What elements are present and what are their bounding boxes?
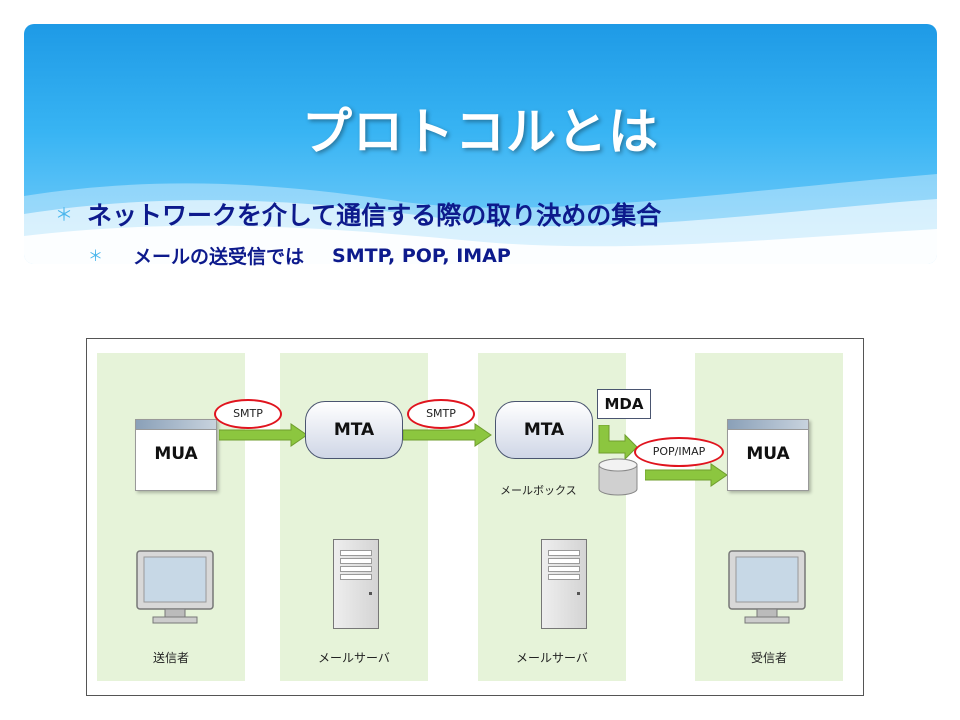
pop-imap-label: POP/IMAP [634,437,724,467]
bullet-definition: ＊ ネットワークを介して通信する際の取り決めの集合 [55,196,661,232]
server-icon [541,539,587,629]
column-label-receiver: 受信者 [750,651,787,665]
column-sender [97,353,245,681]
mua-sender-label: MUA [154,444,198,464]
arrow-right-icon [645,463,728,487]
mta-1-box: MTA [305,401,403,459]
column-label-server2: メールサーバ [516,651,588,665]
column-label-server1: メールサーバ [318,651,390,665]
window-titlebar [136,420,216,430]
mailbox-label: メールボックス [500,484,577,497]
arrow-down-right-icon [598,425,638,461]
bullet-mark: ＊ [55,205,73,226]
server-icon [333,539,379,629]
bullet-text: メールの送受信では [133,246,305,268]
mua-receiver-label: MUA [746,444,790,464]
monitor-icon [728,550,806,624]
smtp-label-1: SMTP [214,399,282,429]
arrow-right-icon [403,423,492,447]
mua-receiver-box: MUA [727,419,809,491]
bullet-text: ネットワークを介して通信する際の取り決めの集合 [87,201,662,230]
mail-flow-diagram: MUA SMTP MTA SMTP MTA MDA メールボックス POP/IM… [86,338,864,696]
title-banner: プロトコルとは [24,24,937,264]
mua-sender-box: MUA [135,419,217,491]
column-label-sender: 送信者 [152,651,189,665]
bullet-protocols: ＊ メールの送受信では SMTP, POP, IMAP [88,242,511,269]
protocol-list: SMTP, POP, IMAP [332,244,511,267]
mta-2-box: MTA [495,401,593,459]
mda-box: MDA [597,389,651,419]
smtp-label-2: SMTP [407,399,475,429]
window-titlebar [728,420,808,430]
monitor-icon [136,550,214,624]
column-receiver [695,353,843,681]
page-title: プロトコルとは [302,103,659,161]
arrow-right-icon [219,423,308,447]
wave-decoration [24,174,937,264]
database-cylinder-icon [598,458,638,496]
bullet-mark: ＊ [88,247,104,265]
